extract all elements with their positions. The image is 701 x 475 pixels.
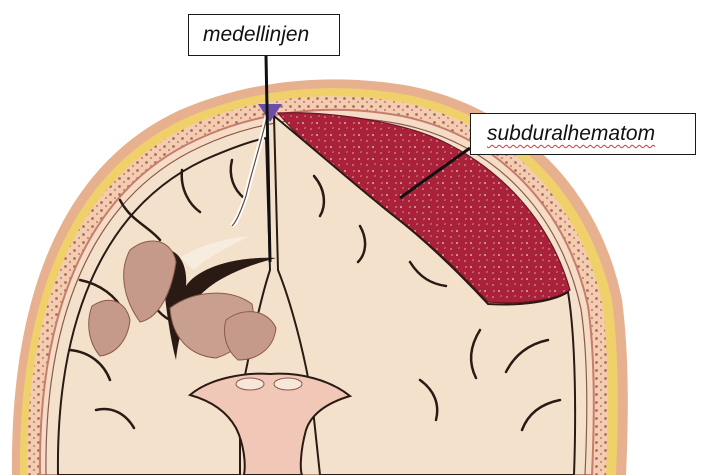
midline-label: medellinjen: [188, 14, 340, 56]
hematoma-label: subduralhematom: [470, 113, 696, 155]
hematoma-label-text: subduralhematom: [487, 122, 655, 145]
cerebral-peduncle-left: [236, 378, 264, 390]
cerebral-peduncle-right: [274, 378, 302, 390]
midline-label-text: medellinjen: [203, 23, 309, 46]
